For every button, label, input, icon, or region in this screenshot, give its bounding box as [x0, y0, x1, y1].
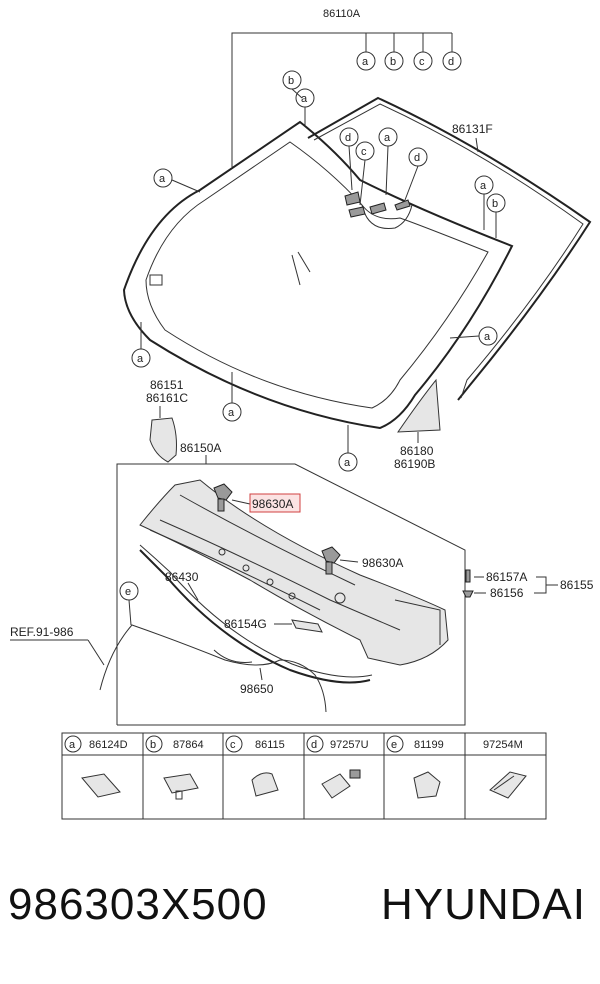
- legend-cell-b: b 87864: [145, 735, 204, 753]
- cover-right-86180: 86180 86190B: [394, 378, 441, 471]
- svg-text:e: e: [125, 586, 131, 598]
- highlight-box: [249, 493, 301, 513]
- legend-cell-c: c 86115: [225, 735, 285, 753]
- windshield-assembly-callout: 86110A a b c d: [231, 8, 462, 167]
- letter-circle-b: b: [282, 70, 302, 90]
- brand-name: HYUNDAI: [380, 880, 586, 929]
- push-clip-icon: [163, 773, 199, 800]
- fastener-group-86155: 86157A 86156 86155: [462, 569, 594, 600]
- part-label-86150A: 86150A: [180, 441, 221, 455]
- svg-text:a: a: [344, 457, 351, 469]
- cowl-assembly-box: 86150A: [116, 441, 466, 726]
- legend-table: a 86124D b 87864 c 86115 d 97257U e 81199 972…: [61, 732, 547, 820]
- svg-text:a: a: [484, 331, 491, 343]
- part-label-86154G: 86154G: [224, 617, 267, 631]
- sensor-brackets: [344, 191, 411, 218]
- svg-text:a: a: [362, 56, 369, 68]
- part-label-86161C: 86161C: [146, 391, 188, 405]
- letter-circle-a: a: [378, 127, 398, 147]
- svg-text:a: a: [384, 132, 391, 144]
- svg-text:86115: 86115: [255, 739, 285, 751]
- windshield-glass: [122, 120, 514, 430]
- svg-text:c: c: [419, 56, 425, 68]
- washer-hose-98650: 98650 e: [99, 581, 327, 713]
- svg-text:c: c: [230, 739, 236, 751]
- part-label-98630A: 98630A: [362, 556, 403, 570]
- letter-circle-b: b: [384, 51, 404, 71]
- legend-cell-a: a 86124D: [64, 735, 128, 753]
- sensor-bracket-icon: [321, 769, 361, 799]
- letter-circle-d: d: [408, 147, 428, 167]
- reference-91-986: REF.91-986: [10, 625, 105, 666]
- hose-clip-icon: [413, 771, 441, 799]
- washer-nozzle: 98630A: [321, 546, 403, 575]
- svg-text:81199: 81199: [414, 739, 444, 751]
- part-number: 986303X500: [8, 880, 268, 929]
- svg-text:d: d: [448, 56, 454, 68]
- part-label-86180: 86180: [400, 444, 434, 458]
- part-label-86110A: 86110A: [323, 8, 361, 20]
- svg-text:a: a: [228, 407, 235, 419]
- legend-cell-f: 97254M: [483, 739, 523, 751]
- washer-nozzle-highlighted: 98630A: [213, 483, 301, 513]
- legend-cell-d: d 97257U: [306, 735, 369, 753]
- windshield-callouts: b a d a c d a a b a a a a: [131, 70, 506, 472]
- letter-circle-e: e: [119, 581, 139, 601]
- letter-circle-a: a: [356, 51, 376, 71]
- svg-text:97254M: 97254M: [483, 739, 523, 751]
- svg-text:97257U: 97257U: [330, 739, 369, 751]
- svg-text:e: e: [391, 739, 397, 751]
- svg-text:d: d: [414, 152, 420, 164]
- svg-text:a: a: [480, 180, 487, 192]
- svg-text:c: c: [361, 146, 367, 158]
- letter-circle-a: a: [338, 452, 358, 472]
- legend-cell-e: e 81199: [386, 735, 444, 753]
- letter-circle-a: a: [474, 175, 494, 195]
- letter-circle-c: c: [355, 141, 375, 161]
- cowl-seal-86430: 86430: [139, 544, 373, 684]
- svg-text:87864: 87864: [173, 739, 204, 751]
- svg-text:a: a: [69, 739, 76, 751]
- letter-circle-a: a: [131, 348, 151, 368]
- svg-text:b: b: [492, 198, 498, 210]
- glass-seal-86131F: 86131F: [307, 96, 592, 401]
- svg-text:86124D: 86124D: [89, 739, 128, 751]
- pad-86154G: 86154G: [224, 617, 323, 633]
- part-label-86155: 86155: [560, 578, 594, 592]
- part-label-86157A: 86157A: [486, 570, 527, 584]
- rubber-block-icon: [251, 772, 279, 797]
- svg-text:b: b: [288, 75, 294, 87]
- svg-text:a: a: [159, 173, 166, 185]
- letter-circle-a: a: [295, 88, 315, 108]
- letter-circle-a: a: [153, 168, 173, 188]
- connector-icon: [489, 771, 527, 799]
- part-label-86131F: 86131F: [452, 122, 493, 136]
- svg-text:d: d: [345, 132, 351, 144]
- part-label-86151: 86151: [150, 378, 184, 392]
- svg-text:b: b: [150, 739, 156, 751]
- letter-circle-d: d: [442, 51, 462, 71]
- foam-pad-icon: [81, 773, 121, 798]
- part-label-86190B: 86190B: [394, 457, 435, 471]
- letter-circle-d: d: [339, 127, 359, 147]
- letter-circle-b: b: [486, 193, 506, 213]
- footer: 986303X500 HYUNDAI: [0, 880, 600, 950]
- svg-text:a: a: [137, 353, 144, 365]
- letter-circle-a: a: [222, 402, 242, 422]
- part-label-98630A-highlight: 98630A: [252, 497, 293, 511]
- svg-text:b: b: [390, 56, 396, 68]
- svg-text:a: a: [301, 93, 308, 105]
- part-label-98650: 98650: [240, 682, 274, 696]
- part-label-86430: 86430: [165, 570, 199, 584]
- svg-text:d: d: [311, 739, 317, 751]
- letter-circle-c: c: [413, 51, 433, 71]
- cover-left-86151: 86151 86161C: [146, 378, 188, 463]
- ref-label: REF.91-986: [10, 625, 74, 639]
- letter-circle-a: a: [478, 326, 498, 346]
- part-label-86156: 86156: [490, 586, 524, 600]
